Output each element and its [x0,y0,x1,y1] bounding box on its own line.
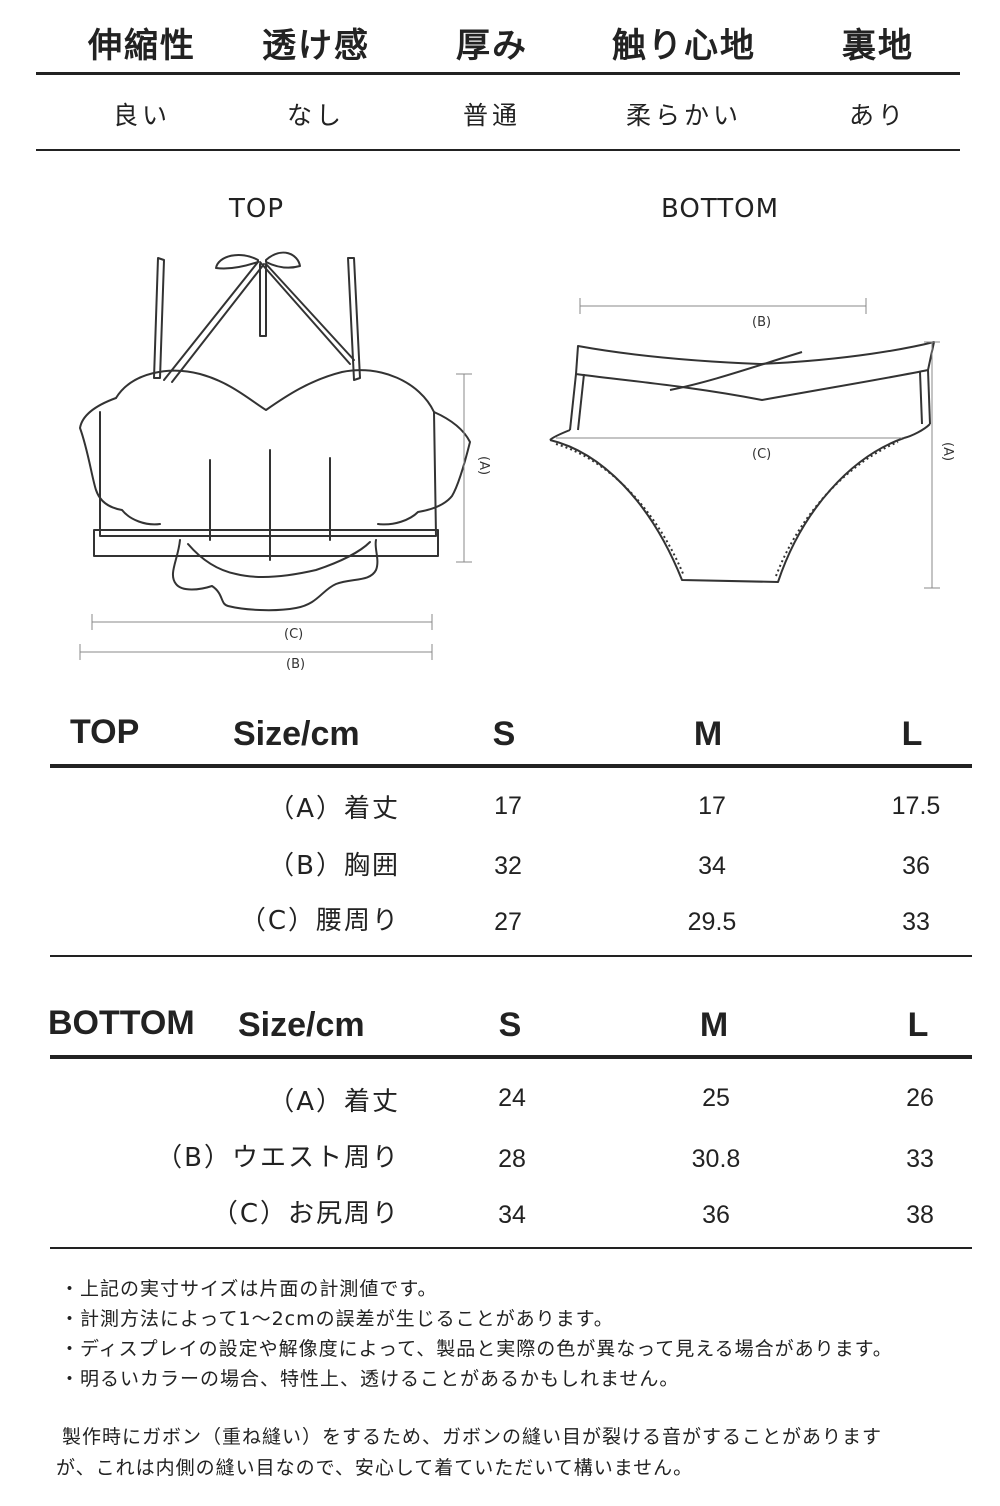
bottom-garment-diagram: (B) (C) (A) [549,298,955,589]
bottom-row-label: （A）着丈 [268,1087,400,1117]
bottom-size-m: M [699,1006,729,1044]
bottom-cell: 38 [906,1201,934,1229]
bottom-size-s: S [498,1006,522,1044]
property-header-sheerness: 透け感 [262,26,370,66]
bottom-cell: 28 [498,1145,526,1173]
bottom-dimension-label-c: (C) [752,447,771,462]
top-cell: 32 [494,852,522,880]
top-cell: 17 [494,792,522,820]
top-cell: 36 [902,852,930,880]
note-item: ・上記の実寸サイズは片面の計測値です。 [60,1278,438,1300]
bottom-cell: 33 [906,1145,934,1173]
left-strap [153,257,165,379]
property-value-thickness: 普通 [462,101,521,130]
note-item: ・計測方法によって1〜2cmの誤差が生じることがあります。 [60,1308,614,1330]
right-side [927,369,931,425]
left-side [569,373,577,431]
property-header-stretch: 伸縮性 [88,26,196,66]
top-cell: 29.5 [687,908,737,936]
top-garment-diagram: (A) (C) (B) [79,251,491,672]
bottom-table-header-divider [50,1055,972,1059]
note-item: ・ディスプレイの設定や解像度によって、製品と実際の色が異なって見える場合がありま… [60,1338,893,1360]
top-figure-title: TOP [229,194,285,224]
peplum-ruffle [171,539,379,612]
bow-left-loop [215,253,259,270]
note-item: ・明るいカラーの場合、特性上、透けることがあるかもしれません。 [60,1368,680,1390]
top-cell: 27 [494,908,522,936]
top-dimension-label-a: (A) [476,456,491,475]
leg-openings [549,437,905,583]
property-bottom-divider [36,149,960,151]
top-table-size-label: Size/cm [233,715,360,753]
bow-right-loop [265,251,301,269]
top-dimension-label-b: (B) [286,657,305,672]
property-header-texture: 触り心地 [612,26,756,66]
bow-tail [259,263,267,337]
property-header-thickness: 厚み [456,26,528,66]
bottom-cell: 36 [702,1201,730,1229]
top-cell: 17.5 [891,792,941,820]
bodice [99,369,437,537]
property-header-divider [36,72,960,75]
bottom-cell: 24 [498,1084,526,1112]
bottom-cell: 30.8 [691,1145,741,1173]
top-row-label: （A）着丈 [268,794,400,824]
top-row-label: （B）胸囲 [268,851,400,881]
top-table-header-divider [50,764,972,768]
wrap-line [669,351,803,391]
bottom-table-size-label: Size/cm [238,1006,365,1044]
top-table-bottom-divider [50,955,972,957]
top-cell: 17 [698,792,726,820]
bottom-table-title: BOTTOM [48,1004,195,1042]
care-paragraph-line: 製作時にガボン（重ね縫い）をするため、ガボンの縫い目が裂ける音がすることがありま… [62,1426,883,1448]
waistband [575,341,935,401]
top-size-m: M [693,715,723,753]
bottom-cell: 25 [702,1084,730,1112]
property-value-texture: 柔らかい [625,101,742,130]
care-paragraph-line: が、これは内側の縫い目なので、安心して着ていただいて構いません。 [56,1457,694,1479]
property-value-stretch: 良い [112,101,171,130]
top-cell: 33 [902,908,930,936]
bottom-cell: 34 [498,1201,526,1229]
top-dimension-label-c: (C) [284,627,303,642]
right-flutter [377,411,471,526]
bottom-band [93,529,439,557]
bottom-row-label: （C）お尻周り [211,1199,400,1229]
right-strap [347,257,361,381]
top-size-s: S [492,715,516,753]
top-table-title: TOP [70,713,140,751]
care-paragraph: 製作時にガボン（重ね縫い）をするため、ガボンの縫い目が裂ける音がすることがありま… [56,1422,962,1484]
bottom-size-l: L [907,1006,929,1044]
property-value-lining: あり [848,101,907,130]
top-size-l: L [901,715,923,753]
property-header-lining: 裏地 [842,26,914,66]
bottom-table-bottom-divider [50,1247,972,1249]
left-flutter [79,397,161,526]
top-cell: 34 [698,852,726,880]
bottom-dimension-label-a: (A) [940,442,955,461]
top-row-label: （C）腰周り [239,906,400,936]
halter-left-tie [163,261,259,381]
property-value-sheerness: なし [286,101,345,130]
bottom-row-label: （B）ウエスト周り [156,1143,400,1173]
bottom-dimension-label-b: (B) [752,315,771,330]
bottom-cell: 26 [906,1084,934,1112]
bottom-figure-title: BOTTOM [661,194,780,224]
halter-right-tie [259,261,351,365]
